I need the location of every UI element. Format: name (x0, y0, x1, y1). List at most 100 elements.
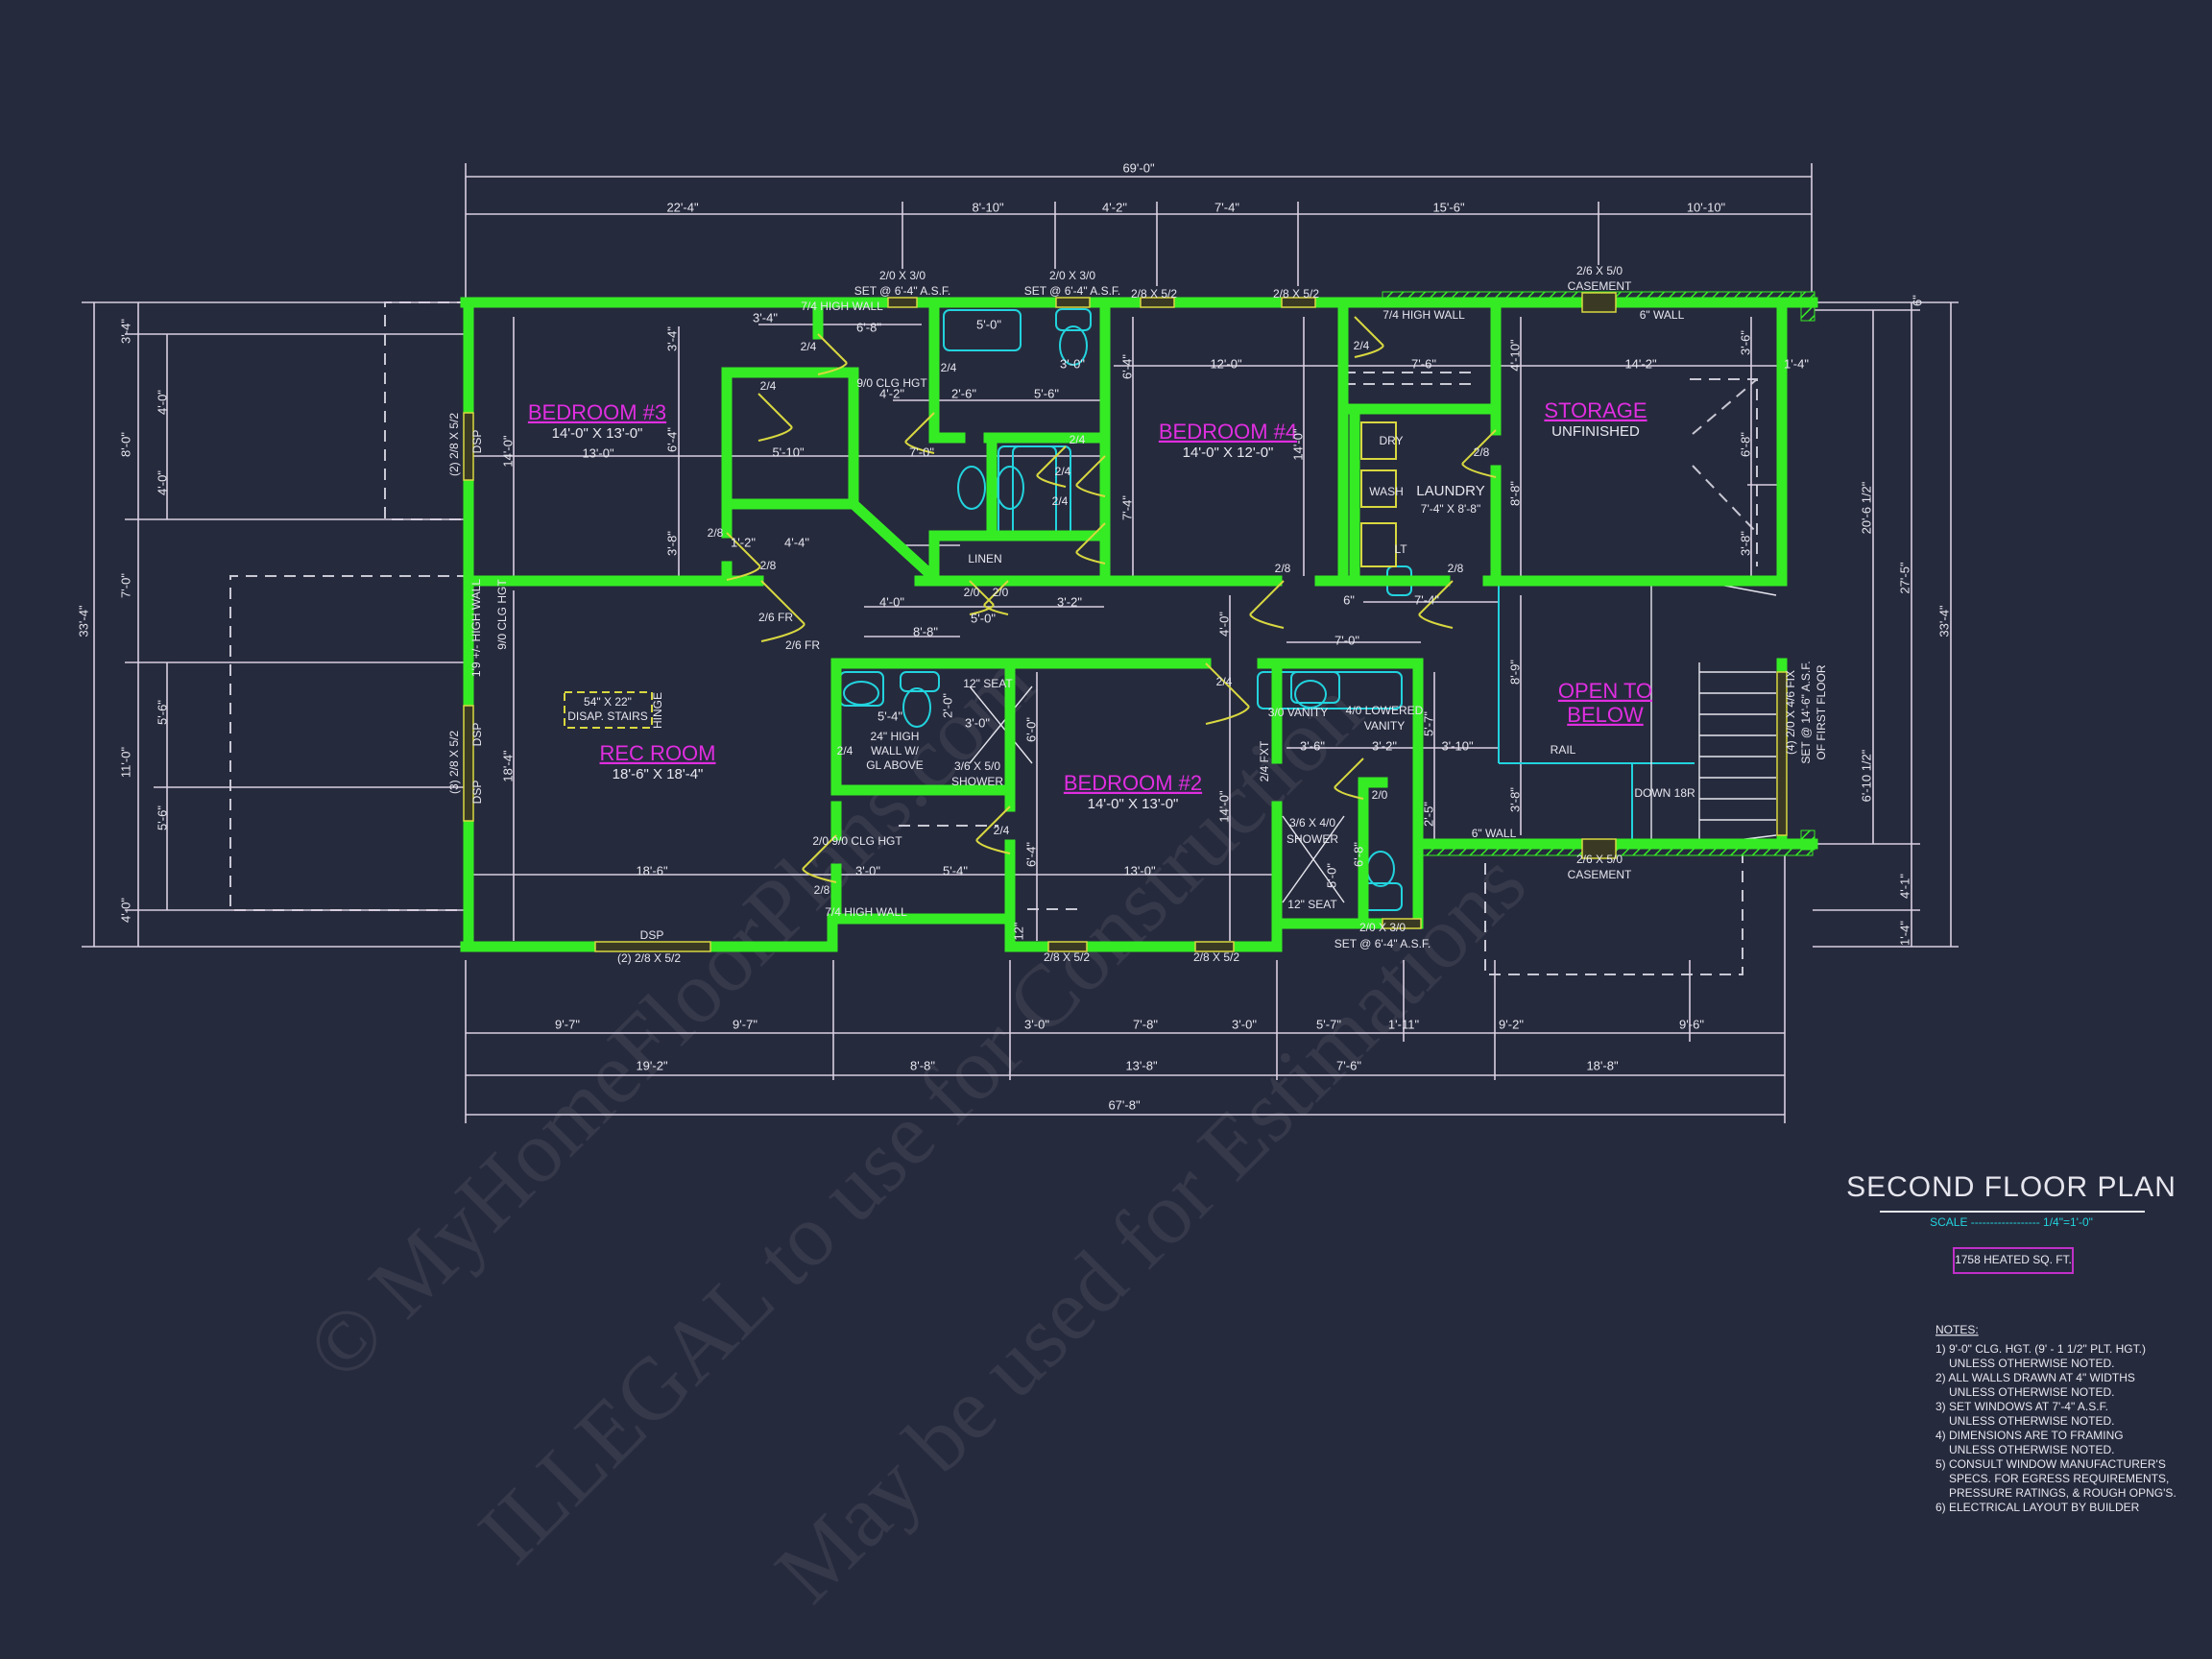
dimension-label: 3'-8" (1507, 787, 1522, 812)
annotation: 6" WALL (1640, 308, 1685, 322)
dimension-label: 6'-8" (1738, 432, 1752, 457)
dimension-label: 3'-4" (753, 310, 778, 325)
dimension-label: 13'-0" (1123, 863, 1156, 878)
door-swing[interactable] (983, 580, 1009, 615)
window-label: SET @ 14'-6" A.S.F. (1799, 661, 1813, 763)
title-block: SECOND FLOOR PLAN SCALE ----------------… (1846, 1171, 2176, 1274)
window[interactable] (1776, 671, 1788, 836)
window[interactable] (1581, 838, 1617, 859)
door-swing[interactable] (969, 580, 995, 615)
annotation: WASH (1369, 485, 1404, 498)
door-label: 2/0 (964, 586, 980, 599)
window[interactable] (463, 412, 474, 481)
window[interactable] (887, 297, 918, 308)
room-name: BEDROOM #2 (1064, 771, 1202, 795)
doors (726, 316, 1497, 883)
door-swing[interactable] (1075, 455, 1106, 497)
door-swing[interactable] (726, 532, 761, 581)
door-swing[interactable] (1249, 580, 1285, 629)
door-swing[interactable] (975, 805, 1011, 854)
room-name: LAUNDRY (1416, 483, 1484, 499)
door-label: 2/4 (837, 744, 854, 757)
door-swing[interactable] (757, 393, 793, 442)
dimension-label: 1'-2" (731, 535, 756, 549)
door-swing[interactable] (1418, 580, 1454, 629)
dimension-label: 6" (1343, 592, 1355, 607)
dimension-label: 33'-4" (1936, 605, 1951, 637)
fixture-bowl (1294, 680, 1327, 709)
window-label: 2/8 X 5/2 (1193, 950, 1239, 964)
room-name: REC ROOM (600, 741, 716, 765)
plan-title: SECOND FLOOR PLAN (1846, 1171, 2176, 1203)
window[interactable] (1581, 292, 1617, 313)
dimension-label: 4'-0" (1216, 612, 1231, 637)
dimension-label: 3'-0" (1024, 1017, 1049, 1031)
door-label: 2/0 (1372, 788, 1388, 802)
dimension-label: 8'-0" (118, 432, 132, 457)
window[interactable] (1055, 297, 1091, 308)
note-line: 4) DIMENSIONS ARE TO FRAMING (1936, 1429, 2124, 1442)
annotation: 7/4 HIGH WALL (825, 905, 907, 919)
appliance (1360, 421, 1397, 460)
door-swing[interactable] (1075, 522, 1106, 565)
dimension-label: 11'-0" (118, 747, 132, 779)
dimension-label: 3'-0" (1232, 1017, 1257, 1031)
dimension-label: 5'-7" (1316, 1017, 1341, 1031)
dimension-label: 12'-0" (1210, 356, 1242, 371)
dimension-label: 3'-8" (1738, 531, 1752, 556)
fixture-bowl (902, 687, 931, 728)
door-swing[interactable] (1205, 662, 1250, 725)
window[interactable] (1382, 918, 1422, 929)
dashed-outline (229, 575, 469, 911)
window[interactable] (1194, 941, 1235, 952)
note-line: 6) ELECTRICAL LAYOUT BY BUILDER (1936, 1501, 2140, 1514)
window-label: CASEMENT (1568, 868, 1632, 881)
note-line: 5) CONSULT WINDOW MANUFACTURER'S (1936, 1457, 2166, 1471)
dimension-label: 4'-0" (155, 390, 169, 415)
door-swing[interactable] (1036, 445, 1067, 488)
door-swing[interactable] (1334, 757, 1364, 800)
window-label: DSP (640, 928, 664, 942)
door-label: 2/4 (1354, 339, 1370, 352)
window-label: SET @ 6'-4" A.S.F. (1334, 937, 1431, 950)
dashed-outline (1692, 465, 1758, 534)
dimension-label: 5'-0" (1324, 863, 1338, 888)
annotation: SHOWER (951, 775, 1003, 788)
dimension-label: 5'-4" (878, 709, 902, 723)
door-label: 2/0 (993, 586, 1009, 599)
dimension-label: 7'-6" (1411, 356, 1436, 371)
door-label: 2/4 (801, 340, 817, 353)
dimension-label: 6'-4" (664, 427, 679, 452)
note-line: UNLESS OTHERWISE NOTED. (1949, 1414, 2114, 1428)
room-size: 7'-4" X 8'-8" (1421, 502, 1480, 516)
window-label: 1'9 +/- HIGH WALL (469, 579, 483, 678)
dimension-label: 5'-4" (943, 863, 968, 878)
dimension-label: 3'-6" (1738, 330, 1752, 355)
window[interactable] (1281, 297, 1316, 308)
door-swing[interactable] (1461, 429, 1497, 478)
dimension-label: 4'-0" (879, 594, 904, 609)
door-swing[interactable] (760, 580, 805, 642)
dimension-label: 5'-6" (155, 805, 169, 830)
annotation: RAIL (1551, 743, 1576, 757)
fixture (900, 671, 940, 692)
window[interactable] (1140, 297, 1175, 308)
dimension-label: 13'-0" (582, 445, 614, 460)
window[interactable] (594, 941, 711, 952)
dimension-label: 7'-0" (1334, 633, 1359, 647)
dimension-label: 67'-8" (1108, 1097, 1141, 1112)
fixture-bowl (1059, 325, 1088, 366)
dimension-label: 7'-4" (1119, 495, 1134, 520)
door-label: 2/4 (1070, 433, 1086, 446)
door-swing[interactable] (817, 333, 848, 375)
door-swing[interactable] (1354, 316, 1384, 358)
window[interactable] (1047, 941, 1088, 952)
dimension-label: 22'-4" (666, 200, 699, 214)
door-swing[interactable] (802, 834, 837, 883)
dimension-label: 18'-4" (500, 750, 515, 782)
window[interactable] (463, 705, 474, 822)
dimension-label: 6'-8" (1351, 842, 1365, 867)
door-swing[interactable] (904, 412, 935, 454)
dimension-label: 4'-2" (1102, 200, 1127, 214)
